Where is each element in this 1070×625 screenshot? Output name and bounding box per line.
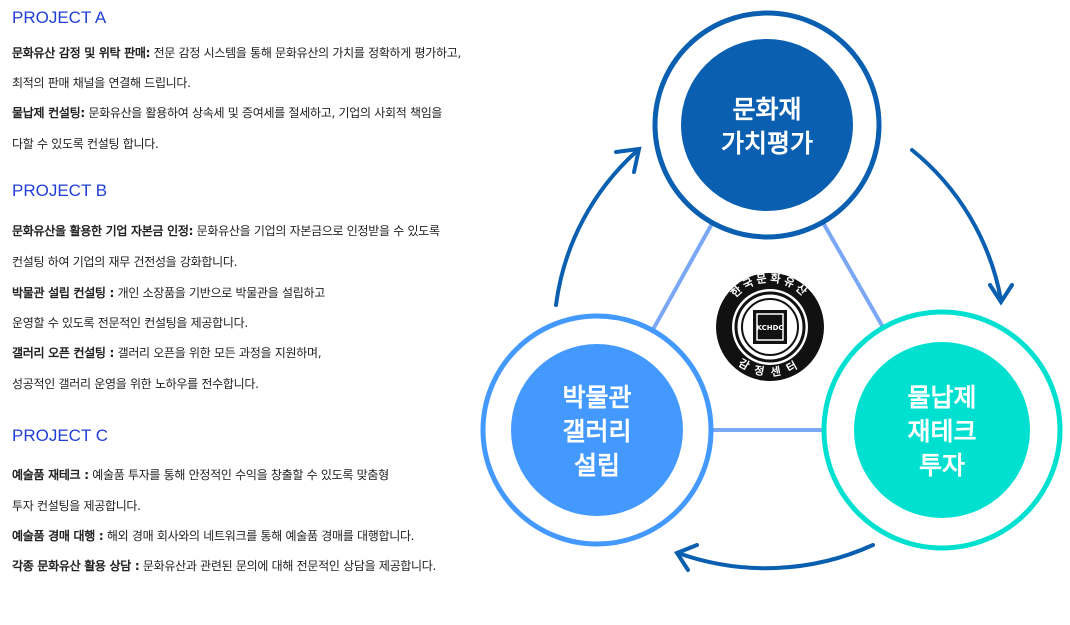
item-title: 각종 문화유산 활용 상담 : — [12, 559, 140, 573]
item-text: 문화유산을 기업의 자본금으로 인정받을 수 있도록 — [193, 224, 440, 238]
circle-right: 물납제 재테크 투자 — [821, 309, 1063, 551]
circle-label: 박물관 — [562, 383, 631, 412]
item-title: 물납제 컨설팅: — [12, 106, 85, 120]
text-line: 예술품 재테크 : 예술품 투자를 통해 안정적인 수익을 창출할 수 있도록 … — [12, 466, 389, 483]
item-title: 예술품 경매 대행 : — [12, 529, 104, 543]
circle-label: 물납제 — [907, 383, 976, 412]
text-line: 갤러리 오픈 컨설팅 : 갤러리 오픈을 위한 모든 과정을 지원하며, — [12, 344, 322, 361]
text-line: 운영할 수 있도록 전문적인 컨설팅을 제공합니다. — [12, 316, 248, 330]
circle-label: 문화재 — [732, 95, 801, 124]
item-text: 예술품 투자를 통해 안정적인 수익을 창출할 수 있도록 맞춤형 — [88, 468, 389, 482]
arrow-left — [554, 148, 640, 307]
text-line: 물납제 컨설팅: 문화유산을 활용하여 상속세 및 증여세를 절세하고, 기업의… — [12, 104, 442, 121]
arrowhead-icon — [614, 146, 642, 174]
text-line: 문화유산을 활용한 기업 자본금 인정: 문화유산을 기업의 자본금으로 인정받… — [12, 222, 440, 239]
item-text: 전문 감정 시스템을 통해 문화유산의 가치를 정확하게 평가하고, — [150, 46, 462, 60]
circle-label: 재테크 — [907, 417, 976, 446]
text-line: 박물관 설립 컨설팅 : 개인 소장품을 기반으로 박물관을 설립하고 — [12, 284, 325, 301]
arrow-right — [910, 148, 1003, 302]
item-title: 문화유산을 활용한 기업 자본금 인정: — [12, 224, 194, 238]
item-title: 갤러리 오픈 컨설팅 : — [12, 346, 115, 360]
text-line: 다할 수 있도록 컨설팅 합니다. — [12, 137, 159, 151]
circle-left: 박물관 갤러리 설립 — [480, 313, 714, 547]
seal-center-text: KCHDC — [756, 324, 783, 332]
text-line: 컨설팅 하여 기업의 재무 건전성을 강화합니다. — [12, 255, 238, 269]
item-title: 문화유산 감정 및 위탁 판매: — [12, 46, 151, 60]
seal-logo: KCHDC 한국문화유산 감정센터 — [714, 271, 826, 383]
circle-label: 갤러리 — [562, 417, 631, 446]
circle-label: 설립 — [574, 451, 620, 480]
arrow-bottom — [676, 543, 875, 571]
text-line: 예술품 경매 대행 : 해외 경매 회사와의 네트워크를 통해 예술품 경매를 … — [12, 527, 415, 544]
project-b-title: PROJECT B — [12, 181, 108, 200]
item-title: 박물관 설립 컨설팅 : — [12, 286, 115, 300]
arrowhead-icon — [988, 283, 1014, 306]
item-text: 문화유산과 관련된 문의에 대해 전문적인 상담을 제공합니다. — [139, 559, 437, 573]
arrowhead-icon — [674, 543, 699, 572]
project-c-title: PROJECT C — [12, 426, 109, 445]
item-text: 해외 경매 회사와의 네트워크를 통해 예술품 경매를 대행합니다. — [103, 529, 415, 543]
project-a-title: PROJECT A — [12, 8, 107, 27]
item-text: 개인 소장품을 기반으로 박물관을 설립하고 — [114, 286, 326, 300]
text-line: 투자 컨설팅을 제공합니다. — [12, 499, 141, 513]
text-line: 문화유산 감정 및 위탁 판매: 전문 감정 시스템을 통해 문화유산의 가치를… — [12, 44, 461, 61]
item-text: 갤러리 오픈을 위한 모든 과정을 지원하며, — [114, 346, 322, 360]
text-line: 성공적인 갤러리 운영을 위한 노하우를 전수합니다. — [12, 377, 259, 391]
text-line: 각종 문화유산 활용 상담 : 문화유산과 관련된 문의에 대해 전문적인 상담… — [12, 557, 436, 574]
item-title: 예술품 재테크 : — [12, 468, 89, 482]
item-text: 문화유산을 활용하여 상속세 및 증여세를 절세하고, 기업의 사회적 책임을 — [84, 106, 443, 120]
circle-label: 투자 — [919, 451, 965, 480]
cycle-arrows — [554, 146, 1014, 572]
text-line: 최적의 판매 채널을 연결해 드립니다. — [12, 76, 191, 90]
circle-label: 가치평가 — [721, 129, 813, 158]
circle-top: 문화재 가치평가 — [652, 10, 882, 240]
